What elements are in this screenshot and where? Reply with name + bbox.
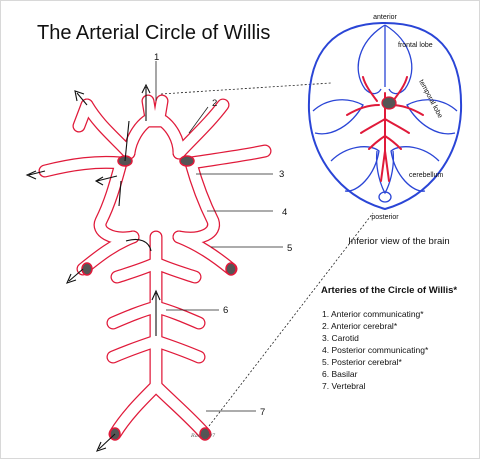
callout-number-1: 1 [154, 52, 159, 63]
legend-item: 5. Posterior cerebral* [322, 357, 403, 367]
legend-item: 1. Anterior communicating* [322, 309, 424, 319]
brain-label-posterior: posterior [371, 214, 399, 221]
carotid-cross-section-right [180, 156, 194, 166]
callout-number-7: 7 [260, 407, 265, 418]
brain-label-frontal-lobe: frontal lobe [398, 42, 433, 49]
callout-number-5: 5 [287, 243, 292, 254]
legend-item: 4. Posterior communicating* [322, 345, 429, 355]
cerebellum-right [391, 147, 439, 191]
signature: Rao 1997 [190, 433, 216, 439]
callout-number-4: 4 [282, 207, 287, 218]
legend-item: 2. Anterior cerebral* [322, 321, 398, 331]
brain-label-anterior: anterior [373, 14, 397, 21]
posterior-cerebral-end-left [82, 263, 92, 275]
diagram-title: The Arterial Circle of Willis [37, 22, 270, 44]
legend-item: 7. Vertebral [322, 381, 366, 391]
cerebellum-left [331, 147, 379, 191]
brain-arteries [347, 77, 423, 181]
posterior-cerebral-end-right [226, 263, 236, 275]
legend-heading: Arteries of the Circle of Willis* [321, 285, 457, 296]
legend-item: 6. Basilar [322, 369, 358, 379]
frontal-lobe-right [385, 25, 412, 94]
brain-carotid-cross-section [382, 97, 396, 109]
temporal-lobe-left [313, 100, 363, 134]
artery-network [45, 101, 265, 440]
artery-legend: Arteries of the Circle of Willis* 1. Ant… [321, 285, 457, 391]
callout-number-6: 6 [223, 305, 228, 316]
brain-label-cerebellum: cerebellum [409, 172, 443, 179]
frontal-lobe-left [358, 25, 385, 94]
brain-caption: Inferior view of the brain [348, 236, 449, 247]
callout-number-2: 2 [212, 98, 217, 109]
legend-item: 3. Carotid [322, 333, 359, 343]
brain-inferior-view: anterior frontal lobe temporal lobe cere… [309, 14, 461, 221]
callout-number-3: 3 [279, 169, 284, 180]
